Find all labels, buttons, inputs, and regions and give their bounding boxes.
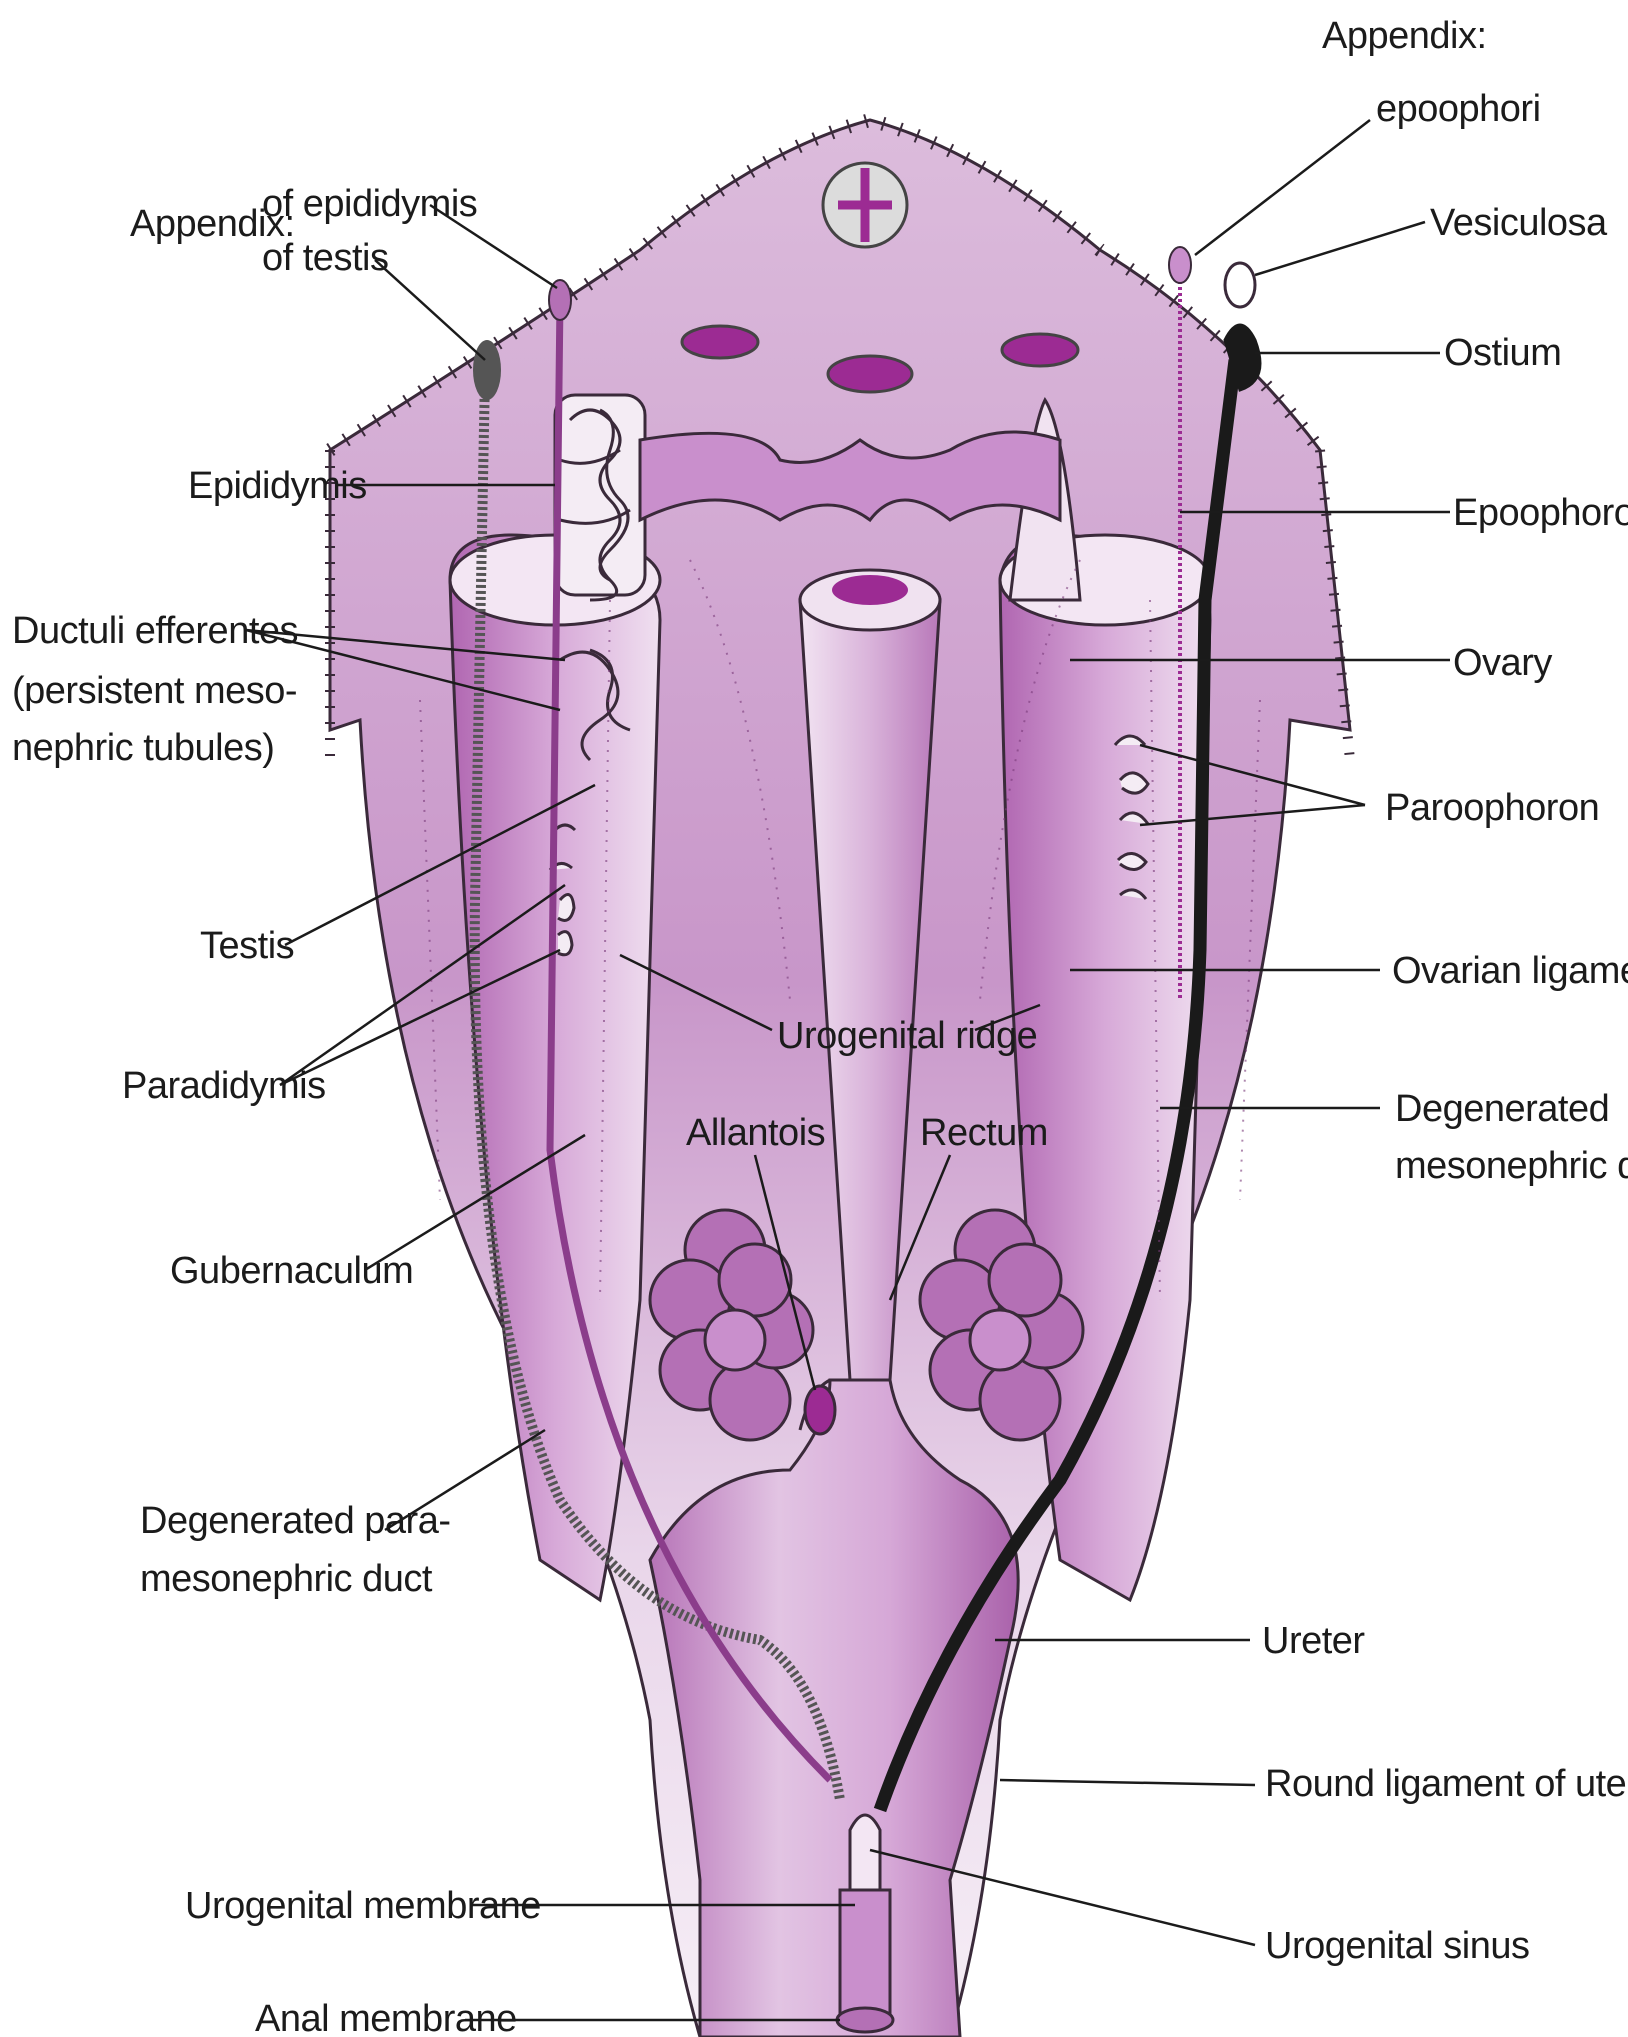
label-of-epididymis: of epididymis xyxy=(262,183,477,225)
label-ureter: Ureter xyxy=(1262,1620,1365,1662)
label-appendix-right: Appendix: xyxy=(1322,15,1487,57)
label-testis: Testis xyxy=(200,925,294,967)
spinal-cord xyxy=(823,163,907,247)
label-rectum: Rectum xyxy=(920,1112,1048,1154)
vesiculosa-knob xyxy=(1225,263,1255,307)
label-allantois: Allantois xyxy=(686,1112,825,1154)
appendix-epoophori-knob xyxy=(1169,247,1191,283)
label-anal-membrane: Anal membrane xyxy=(255,1998,517,2037)
label-ductuli-2: (persistent meso- xyxy=(12,670,297,712)
label-degenerated-meso-1: Degenerated xyxy=(1395,1088,1609,1130)
label-paradidymis: Paradidymis xyxy=(122,1065,326,1107)
label-ductuli-1: Ductuli efferentes xyxy=(12,610,298,652)
label-ductuli-3: nephric tubules) xyxy=(12,727,274,769)
label-degenerated-para-2: mesonephric duct xyxy=(140,1558,432,1600)
anal-canal xyxy=(840,1890,890,2020)
label-paroophoron: Paroophoron xyxy=(1385,787,1599,829)
epididymis-coils xyxy=(555,395,645,600)
urogenital-membrane-shape xyxy=(850,1815,880,1900)
label-urogenital-membrane: Urogenital membrane xyxy=(185,1885,541,1927)
label-epoophori: epoophori xyxy=(1376,88,1541,130)
label-degenerated-para-1: Degenerated para- xyxy=(140,1500,451,1542)
anal-membrane-shape xyxy=(837,2008,893,2032)
vessel-left xyxy=(682,326,758,358)
appendix-testis-knob xyxy=(473,340,501,400)
label-urogenital-sinus: Urogenital sinus xyxy=(1265,1925,1529,1967)
rectum-lumen xyxy=(832,575,908,605)
label-of-testis: of testis xyxy=(262,237,388,279)
label-gubernaculum: Gubernaculum xyxy=(170,1250,413,1292)
label-ovarian-ligament: Ovarian ligament xyxy=(1392,950,1628,992)
vessel-center xyxy=(828,356,912,392)
label-vesiculosa: Vesiculosa xyxy=(1430,202,1607,244)
label-epididymis: Epididymis xyxy=(188,465,367,507)
label-degenerated-meso-2: mesonephric duct xyxy=(1395,1145,1628,1187)
label-epoophoron: Epoophoron xyxy=(1453,492,1628,534)
label-ovary: Ovary xyxy=(1453,642,1552,684)
label-round-ligament: Round ligament of uterus xyxy=(1265,1763,1628,1805)
vessel-right xyxy=(1002,334,1078,366)
label-ostium: Ostium xyxy=(1444,332,1561,374)
label-urogenital-ridge: Urogenital ridge xyxy=(777,1015,1037,1057)
